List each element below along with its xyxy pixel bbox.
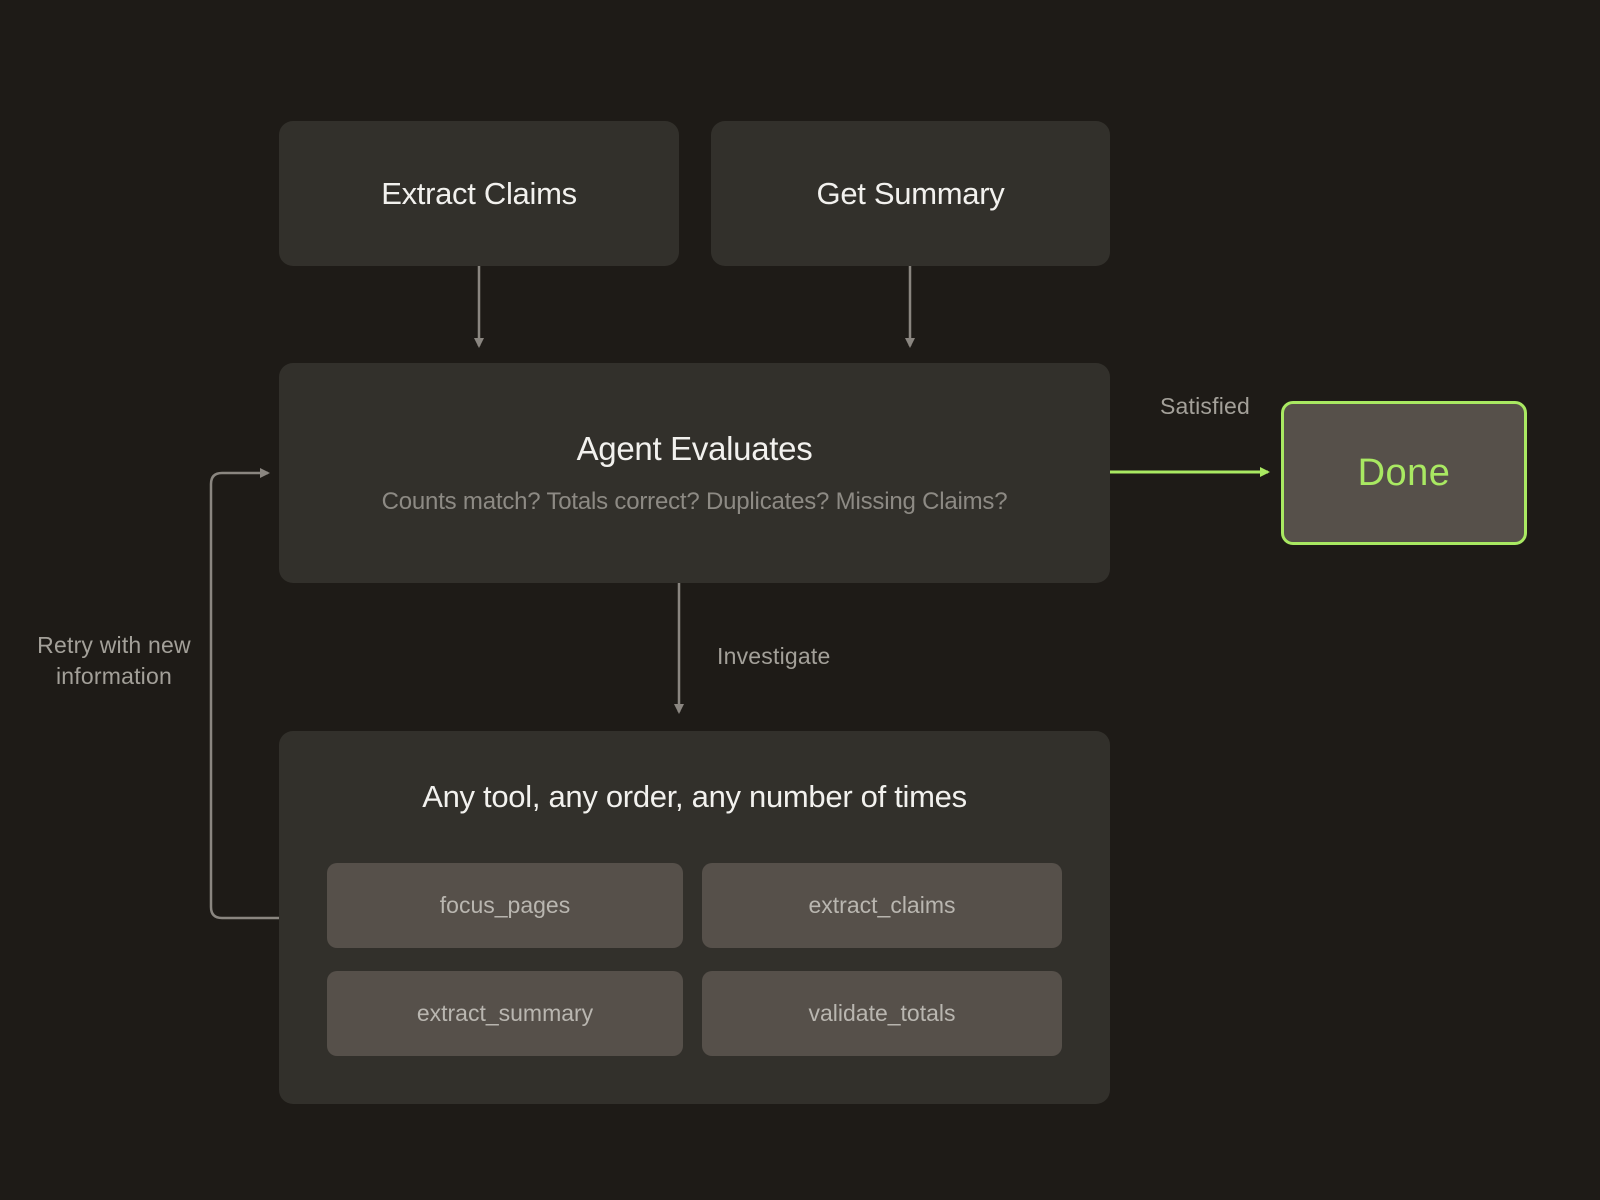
node-done: Done: [1281, 401, 1527, 545]
tool-chip-validate-totals: validate_totals: [702, 971, 1062, 1056]
tool-chip-focus-pages: focus_pages: [327, 863, 683, 948]
edge-label-retry-line2: information: [56, 663, 172, 689]
edge-label-retry: Retry with new information: [30, 630, 198, 692]
tool-chip-extract-summary: extract_summary: [327, 971, 683, 1056]
tool-chip-extract-claims: extract_claims: [702, 863, 1062, 948]
extract-claims-label: Extract Claims: [381, 175, 577, 211]
done-label: Done: [1357, 451, 1451, 494]
agent-evaluates-subtitle: Counts match? Totals correct? Duplicates…: [381, 488, 1008, 515]
node-agent-evaluates: Agent Evaluates Counts match? Totals cor…: [279, 363, 1110, 583]
edge-label-retry-line1: Retry with new: [37, 632, 191, 658]
node-extract-claims: Extract Claims: [279, 121, 679, 266]
edge-label-investigate: Investigate: [717, 643, 831, 669]
agent-evaluates-title: Agent Evaluates: [576, 430, 813, 467]
node-get-summary: Get Summary: [711, 121, 1110, 266]
edge-label-satisfied: Satisfied: [1159, 393, 1250, 419]
node-tools: Any tool, any order, any number of times…: [279, 731, 1110, 1104]
edge-retry-loop: [209, 468, 279, 920]
tools-title: Any tool, any order, any number of times: [422, 779, 967, 814]
get-summary-label: Get Summary: [816, 175, 1005, 211]
